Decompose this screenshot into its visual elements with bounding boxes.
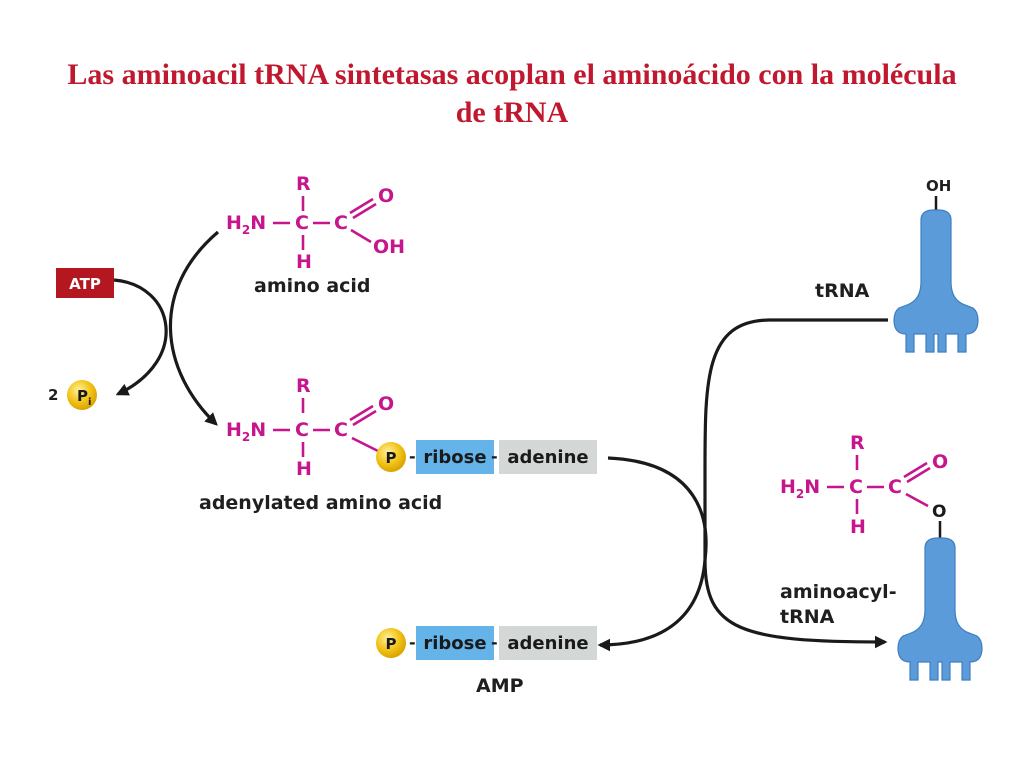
carbonyl-carbon-2: C <box>334 419 348 441</box>
adenylated-phosphate-icon <box>376 442 406 472</box>
ester-oxygen-label: O <box>932 502 946 522</box>
adenylated-ribose-box <box>416 440 494 474</box>
alpha-carbon: C <box>295 212 309 234</box>
atp-to-pi-arrow <box>113 278 168 396</box>
pi-symbol: Pi <box>77 387 91 408</box>
adenylated-structure: R H2N C C H O <box>226 375 394 480</box>
carbonyl-carbon: C <box>334 212 348 234</box>
amino-acid-structure: R H2N C C H O OH <box>226 173 405 273</box>
amine-group: H2N <box>226 212 266 237</box>
adenylated-ribose-label: ribose <box>423 447 486 468</box>
svg-text:-: - <box>409 633 416 652</box>
amp-ribose-box <box>416 626 494 660</box>
adenylated-phosphate-label: P <box>386 449 397 467</box>
carbonyl-oxygen-2: O <box>378 393 394 415</box>
carbonyl-oxygen: O <box>378 185 394 207</box>
pi-count: 2 <box>48 386 58 404</box>
aminoacyl-trna-icon <box>897 537 983 681</box>
r-group-2: R <box>296 375 311 397</box>
r-group: R <box>296 173 311 195</box>
hydroxyl-group: OH <box>373 236 405 258</box>
alpha-hydrogen-2: H <box>296 458 312 480</box>
trna-label: tRNA <box>815 280 870 302</box>
amino-acid-label: amino acid <box>254 275 371 297</box>
trna-path-curve <box>703 318 888 560</box>
trna-icon <box>893 209 979 353</box>
adenylated-curve <box>607 456 708 561</box>
amp-label: AMP <box>476 675 524 697</box>
pi-phosphate-icon <box>67 380 97 410</box>
amp-ribose-label: ribose <box>423 633 486 654</box>
aminoacyl-label-line-2: tRNA <box>780 606 835 628</box>
adenylated-adenine-label: adenine <box>507 447 588 468</box>
amino-acid-to-adenylated-arrow <box>168 230 220 426</box>
amp-adenine-box <box>499 626 597 660</box>
amine-group-2: H2N <box>226 419 266 444</box>
atp-label: ATP <box>69 275 101 293</box>
alpha-carbon-3: C <box>849 476 863 498</box>
adenylated-adenine-box <box>499 440 597 474</box>
amp-phosphate-icon <box>376 628 406 658</box>
aminoacyl-label-line-1: aminoacyl- <box>780 581 897 603</box>
aminoacyl-amino-acid-structure: R H2N C C H O <box>780 432 948 538</box>
amine-group-3: H2N <box>780 476 820 501</box>
alpha-hydrogen: H <box>296 251 312 273</box>
trna-oh-label: OH <box>926 177 951 195</box>
carbonyl-oxygen-3: O <box>932 451 948 473</box>
to-amp-arrow <box>597 559 707 652</box>
r-group-3: R <box>850 432 865 454</box>
title-line-2: de tRNA <box>455 96 569 129</box>
carbonyl-carbon-3: C <box>888 476 902 498</box>
slide-title: Las aminoacil tRNA sintetasas acoplan el… <box>0 56 1024 132</box>
title-line-1: Las aminoacil tRNA sintetasas acoplan el… <box>67 58 957 91</box>
amp-adenine-label: adenine <box>507 633 588 654</box>
svg-text:-: - <box>491 447 498 466</box>
svg-text:-: - <box>491 633 498 652</box>
atp-box <box>56 268 114 298</box>
amp-phosphate-label: P <box>386 635 397 653</box>
to-aminoacyl-arrow <box>703 559 888 649</box>
alpha-carbon-2: C <box>295 419 309 441</box>
svg-text:-: - <box>409 447 416 466</box>
alpha-hydrogen-3: H <box>850 516 866 538</box>
adenylated-label: adenylated amino acid <box>199 492 442 514</box>
